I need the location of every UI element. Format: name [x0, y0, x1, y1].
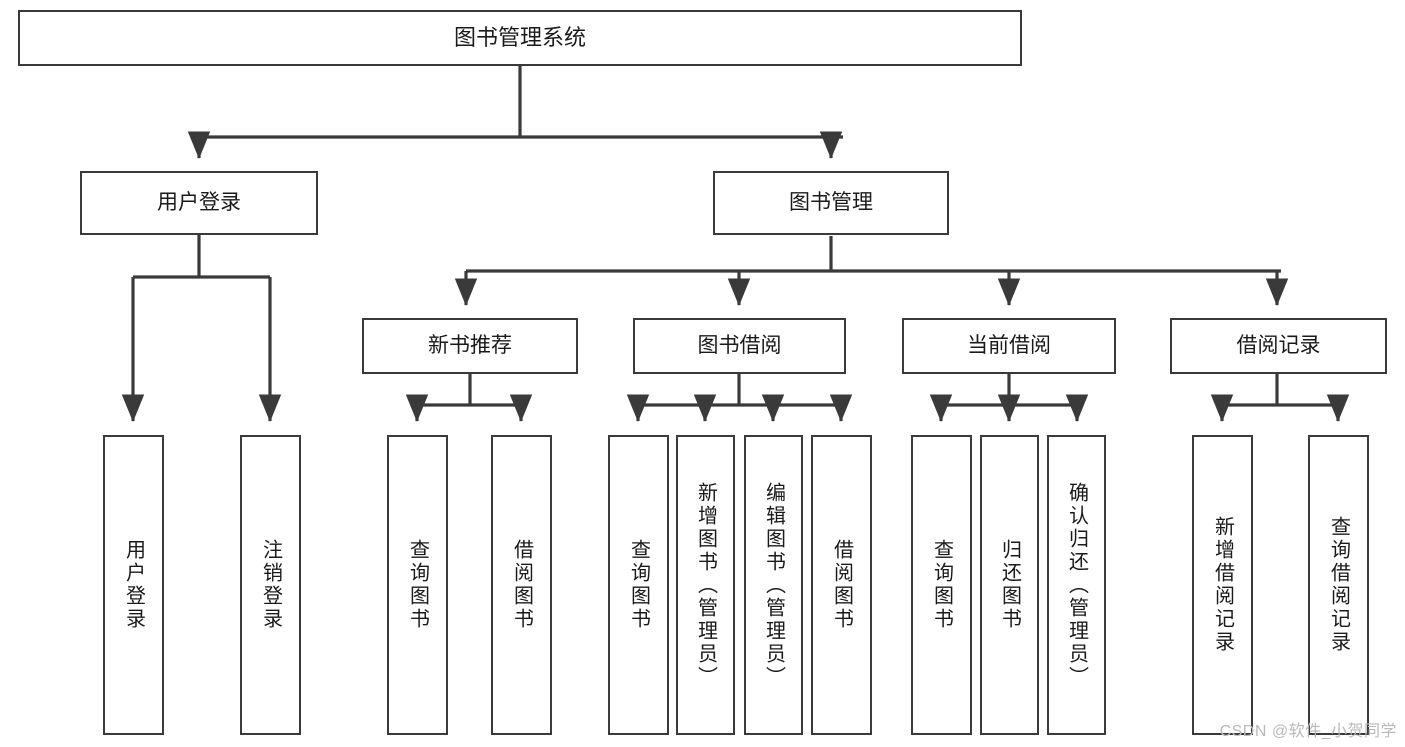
- node-label: 注销登录: [259, 539, 282, 631]
- leaf-new-book-query-book[interactable]: 查询图书: [387, 435, 448, 735]
- leaf-book-borrow-query-book[interactable]: 查询图书: [608, 435, 669, 735]
- node-label: 用户登录: [157, 190, 241, 214]
- leaf-current-borrow-confirm-return-admin[interactable]: 确认归还（管理员）: [1047, 435, 1106, 735]
- node-label: 借阅图书: [830, 539, 853, 631]
- leaf-borrow-record-query-record[interactable]: 查询借阅记录: [1308, 435, 1369, 735]
- node-label: 确认归还（管理员）: [1065, 481, 1088, 689]
- node-label: 编辑图书（管理员）: [762, 481, 785, 689]
- node-root-book-management-system[interactable]: 图书管理系统: [18, 10, 1022, 66]
- node-user-login[interactable]: 用户登录: [80, 171, 318, 235]
- leaf-borrow-record-add-record[interactable]: 新增借阅记录: [1192, 435, 1253, 735]
- leaf-user-login-login[interactable]: 用户登录: [103, 435, 164, 735]
- node-book-borrow[interactable]: 图书借阅: [633, 318, 846, 374]
- leaf-book-borrow-edit-book-admin[interactable]: 编辑图书（管理员）: [744, 435, 803, 735]
- node-book-management[interactable]: 图书管理: [713, 171, 949, 235]
- node-label: 查询图书: [406, 539, 429, 631]
- leaf-current-borrow-return-book[interactable]: 归还图书: [980, 435, 1039, 735]
- leaf-book-borrow-borrow-book[interactable]: 借阅图书: [811, 435, 872, 735]
- leaf-current-borrow-query-book[interactable]: 查询图书: [911, 435, 972, 735]
- node-label: 借阅图书: [510, 539, 533, 631]
- node-label: 用户登录: [122, 539, 145, 631]
- leaf-user-login-logout[interactable]: 注销登录: [240, 435, 301, 735]
- node-borrow-record[interactable]: 借阅记录: [1170, 318, 1387, 374]
- csdn-watermark: CSDN @软件_小贺同学: [1219, 723, 1397, 740]
- leaf-book-borrow-add-book-admin[interactable]: 新增图书（管理员）: [676, 435, 735, 735]
- node-label: 查询图书: [930, 539, 953, 631]
- node-current-borrow[interactable]: 当前借阅: [902, 318, 1116, 374]
- node-label: 归还图书: [998, 539, 1021, 631]
- node-label: 图书借阅: [697, 333, 782, 357]
- node-new-book-recommend[interactable]: 新书推荐: [362, 318, 578, 374]
- node-label: 图书管理系统: [453, 25, 586, 51]
- node-label: 新书推荐: [428, 333, 512, 357]
- node-label: 图书管理: [789, 190, 873, 214]
- node-label: 查询借阅记录: [1327, 516, 1350, 654]
- node-label: 当前借阅: [967, 333, 1051, 357]
- node-label: 新增图书（管理员）: [694, 481, 717, 689]
- node-label: 查询图书: [627, 539, 650, 631]
- leaf-new-book-borrow-book[interactable]: 借阅图书: [491, 435, 552, 735]
- node-label: 借阅记录: [1236, 333, 1321, 357]
- node-label: 新增借阅记录: [1211, 516, 1234, 654]
